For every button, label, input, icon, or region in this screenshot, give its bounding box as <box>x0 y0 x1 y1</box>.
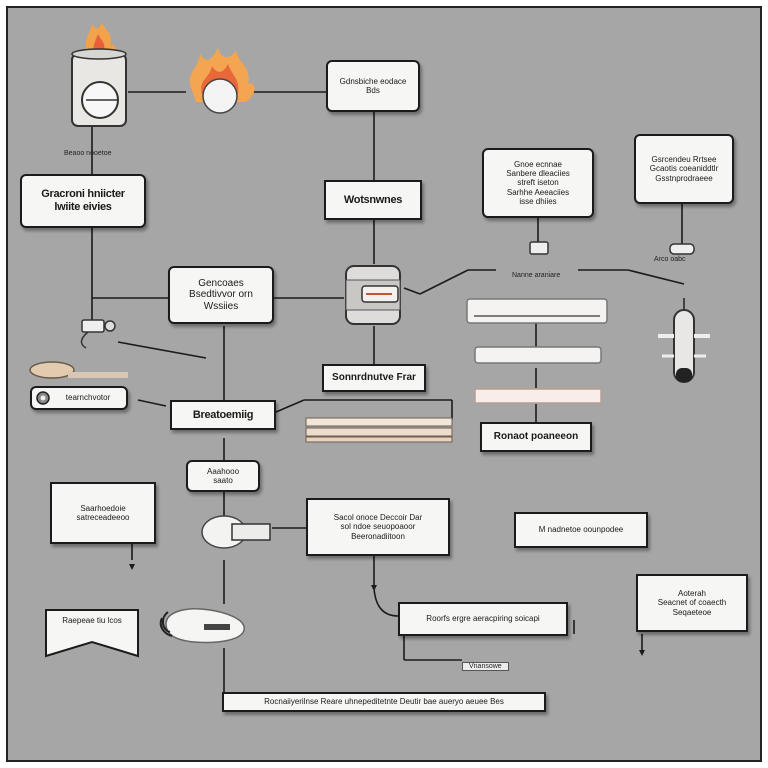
burner-icon <box>28 360 130 380</box>
right-label-box: Ronaot poaneeon <box>480 422 592 452</box>
heater-device-icon <box>66 20 136 128</box>
top-center-box: Gdnsbiche eodace Bds <box>326 60 420 112</box>
heater-caption: Beaoo nooetoe <box>64 150 112 157</box>
right-a-box: Gnoe ecnnae Sanbere dleaciies streft ise… <box>482 148 594 218</box>
right-c-box: M nadnetoe oounpodee <box>514 512 648 548</box>
center-mid-box: Wotsnwnes <box>324 180 422 220</box>
bottom-wide-box: Rocnaiiyerilnse Reare uhnepeditetnte Deu… <box>222 692 546 712</box>
diagram-canvas: Beaoo nooetoe Gdnsbiche eodace Bds Gracr… <box>6 6 762 762</box>
center-big-box: Sacol onoce Deccoir Dar sol ndoe seuopoa… <box>306 498 450 556</box>
left-mid-box: Saarhoedoie satreceadeeoo <box>50 482 156 544</box>
panel-unit-3-icon <box>474 388 602 404</box>
left-small-label: tearnchvotor <box>65 393 111 403</box>
bottom-mid-box: Roorfs ergre aeracpiring soicapi <box>398 602 568 636</box>
pump-icon <box>72 314 122 352</box>
flame-ball-icon <box>180 44 260 116</box>
small-node-box: Aaahooo saato <box>186 460 260 492</box>
panel-unit-2-icon <box>474 346 602 364</box>
slider-device-icon <box>158 600 250 650</box>
right-b-caption: Arco oabc <box>654 256 686 263</box>
gauge-icon <box>36 391 50 405</box>
bottom-right-box: Aoterah Seacnet of coaecth Seqaeteoe <box>636 574 748 632</box>
right-valve-icon <box>668 242 696 256</box>
panel-unit-1-icon <box>466 298 608 324</box>
lower-mid-caption: Vnansowe <box>462 662 509 671</box>
center-wide-box: Breatoemiig <box>170 400 276 430</box>
bottom-flag-box: Raepeae tiu lcos <box>44 606 140 658</box>
right-b-box: Gsrcendeu Rrtsee Gcaotis coeaniddtlr Gss… <box>634 134 734 204</box>
canister-device-icon <box>342 262 406 328</box>
left-top-box: Gracroni hniicter lwiite eivies <box>20 174 146 228</box>
bottom-flag-label: Raepeae tiu lcos <box>62 616 122 625</box>
center-label-box: Sonnrdnutve Frar <box>322 364 426 392</box>
right-strip-caption: Nanne araniare <box>512 272 561 279</box>
valve-icon <box>528 240 550 258</box>
lamp-icon <box>652 298 716 394</box>
slab-stack-icon <box>304 416 454 444</box>
connector-plug-icon <box>200 512 274 552</box>
center-left-box: Gencoaes Bsedtivvor orn Wssiies <box>168 266 274 324</box>
